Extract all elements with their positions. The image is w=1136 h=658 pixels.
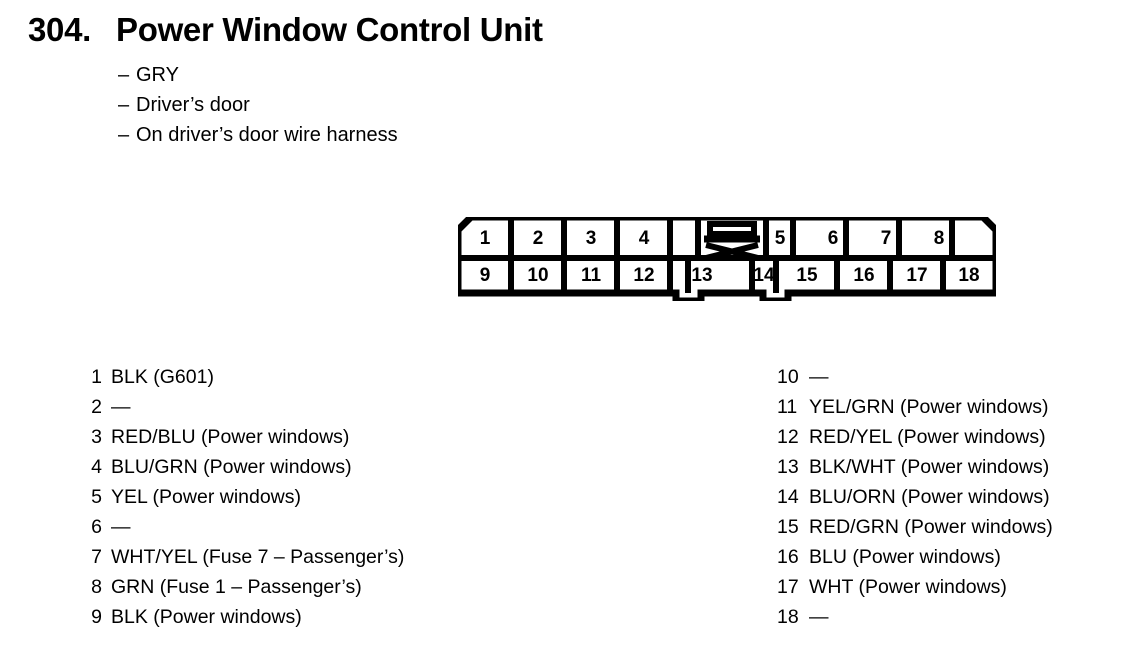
- pin-description: —: [111, 516, 131, 538]
- pin-description: BLK (Power windows): [111, 606, 302, 628]
- pin-index: 9: [91, 606, 102, 628]
- pin-description: BLK (G601): [111, 366, 214, 388]
- pin-description: WHT/YEL (Fuse 7 – Passenger’s): [111, 546, 405, 568]
- spec-dash-icon: –: [118, 124, 130, 146]
- page-header: 304. Power Window Control Unit: [28, 10, 543, 50]
- pin-list-item: 3 RED/BLU (Power windows): [88, 422, 648, 452]
- pin-description: BLU/ORN (Power windows): [809, 486, 1050, 508]
- spec-dash-icon: –: [118, 94, 130, 116]
- pin-number: 1: [480, 228, 491, 249]
- pin-list-item: 2—: [88, 392, 648, 422]
- pin-number: 18: [958, 265, 979, 286]
- pin-list-item: 1 BLK (G601): [88, 362, 648, 392]
- pin-description: RED/GRN (Power windows): [809, 516, 1053, 538]
- pin-number: 7: [881, 228, 892, 249]
- spec-item-label: GRY: [136, 64, 179, 86]
- pin-list-right: 10 — 11 YEL/GRN (Power windows) 12 RED/YEL …: [777, 362, 1127, 632]
- pin-index: 5: [91, 486, 102, 508]
- pin-description: GRN (Fuse 1 – Passenger’s): [111, 576, 362, 598]
- spec-item-label: Driver’s door: [136, 94, 250, 116]
- pin-description: —: [111, 396, 131, 418]
- connector-diagram: 1 2 3 4 5 6 7 8 9 10 11 12 13 14 15 16 1…: [458, 217, 996, 301]
- pin-number: 4: [639, 228, 650, 249]
- pin-list-item: 6—: [88, 512, 648, 542]
- pin-number: 16: [853, 265, 874, 286]
- pin-index: 4: [91, 456, 102, 478]
- pin-index: 6: [91, 516, 102, 538]
- locking-tab-icon: [704, 221, 760, 261]
- pin-number: 17: [906, 265, 927, 286]
- pin-index: 3: [91, 426, 102, 448]
- pin-description: RED/YEL (Power windows): [809, 426, 1046, 448]
- pin-index: 11: [777, 396, 798, 418]
- pin-list-item: 7 WHT/YEL (Fuse 7 – Passenger’s): [88, 542, 648, 572]
- pin-number: 6: [828, 228, 839, 249]
- spec-item: –GRY: [118, 60, 398, 90]
- pin-index: 10: [777, 366, 799, 388]
- pin-number: 11: [581, 265, 602, 286]
- spec-item-label: On driver’s door wire harness: [136, 124, 398, 146]
- pin-list-item: 18 —: [777, 602, 1127, 632]
- pin-number: 9: [480, 265, 491, 286]
- pin-list-item: 10 —: [777, 362, 1127, 392]
- pin-index: 15: [777, 516, 799, 538]
- pin-description: YEL (Power windows): [111, 486, 302, 508]
- pin-number: 15: [796, 265, 818, 286]
- pin-number: 13: [691, 265, 712, 286]
- pin-list-item: 4 BLU/GRN (Power windows): [88, 452, 648, 482]
- page-title-text: Power Window Control Unit: [116, 11, 543, 48]
- pin-list-item: 8 GRN (Fuse 1 – Passenger’s): [88, 572, 648, 602]
- pin-index: 2: [91, 396, 102, 418]
- pin-description: BLK/WHT (Power windows): [809, 456, 1050, 478]
- page-title-number: 304.: [28, 11, 92, 48]
- spec-dash-icon: –: [118, 64, 130, 86]
- pin-index: 16: [777, 546, 799, 568]
- pin-number: 10: [527, 265, 548, 286]
- pin-number: 14: [753, 265, 775, 286]
- pin-description: YEL/GRN (Power windows): [809, 396, 1049, 418]
- pin-number: 8: [934, 228, 945, 249]
- pin-index: 18: [777, 606, 799, 628]
- spec-list: –GRY –Driver’s door –On driver’s door wi…: [118, 60, 398, 150]
- pin-index: 12: [777, 426, 799, 448]
- pin-list-item: 15 RED/GRN (Power windows): [777, 512, 1127, 542]
- pin-number: 12: [633, 265, 654, 286]
- page-title: 304. Power Window Control Unit: [28, 10, 543, 50]
- pin-list-item: 11 YEL/GRN (Power windows): [777, 392, 1127, 422]
- pin-list-item: 17 WHT (Power windows): [777, 572, 1127, 602]
- pin-list-item: 16 BLU (Power windows): [777, 542, 1127, 572]
- pin-number: 5: [775, 228, 786, 249]
- pin-description: BLU/GRN (Power windows): [111, 456, 352, 478]
- pin-number: 3: [586, 228, 597, 249]
- pin-list-item: 13 BLK/WHT (Power windows): [777, 452, 1127, 482]
- pin-list-item: 9 BLK (Power windows): [88, 602, 648, 632]
- pin-index: 13: [777, 456, 799, 478]
- spec-item: –On driver’s door wire harness: [118, 120, 398, 150]
- pin-list-item: 12 RED/YEL (Power windows): [777, 422, 1127, 452]
- pin-description: —: [809, 606, 829, 628]
- pin-list-item: 5 YEL (Power windows): [88, 482, 648, 512]
- pin-description: RED/BLU (Power windows): [111, 426, 350, 448]
- pin-number: 2: [533, 228, 544, 249]
- pin-index: 17: [777, 576, 799, 598]
- spec-item: –Driver’s door: [118, 90, 398, 120]
- pin-description: —: [809, 366, 829, 388]
- pin-description: WHT (Power windows): [809, 576, 1007, 598]
- pin-index: 8: [91, 576, 102, 598]
- pin-index: 14: [777, 486, 799, 508]
- pin-description: BLU (Power windows): [809, 546, 1001, 568]
- pin-list-item: 14 BLU/ORN (Power windows): [777, 482, 1127, 512]
- pin-index: 1: [91, 366, 102, 388]
- pin-index: 7: [91, 546, 102, 568]
